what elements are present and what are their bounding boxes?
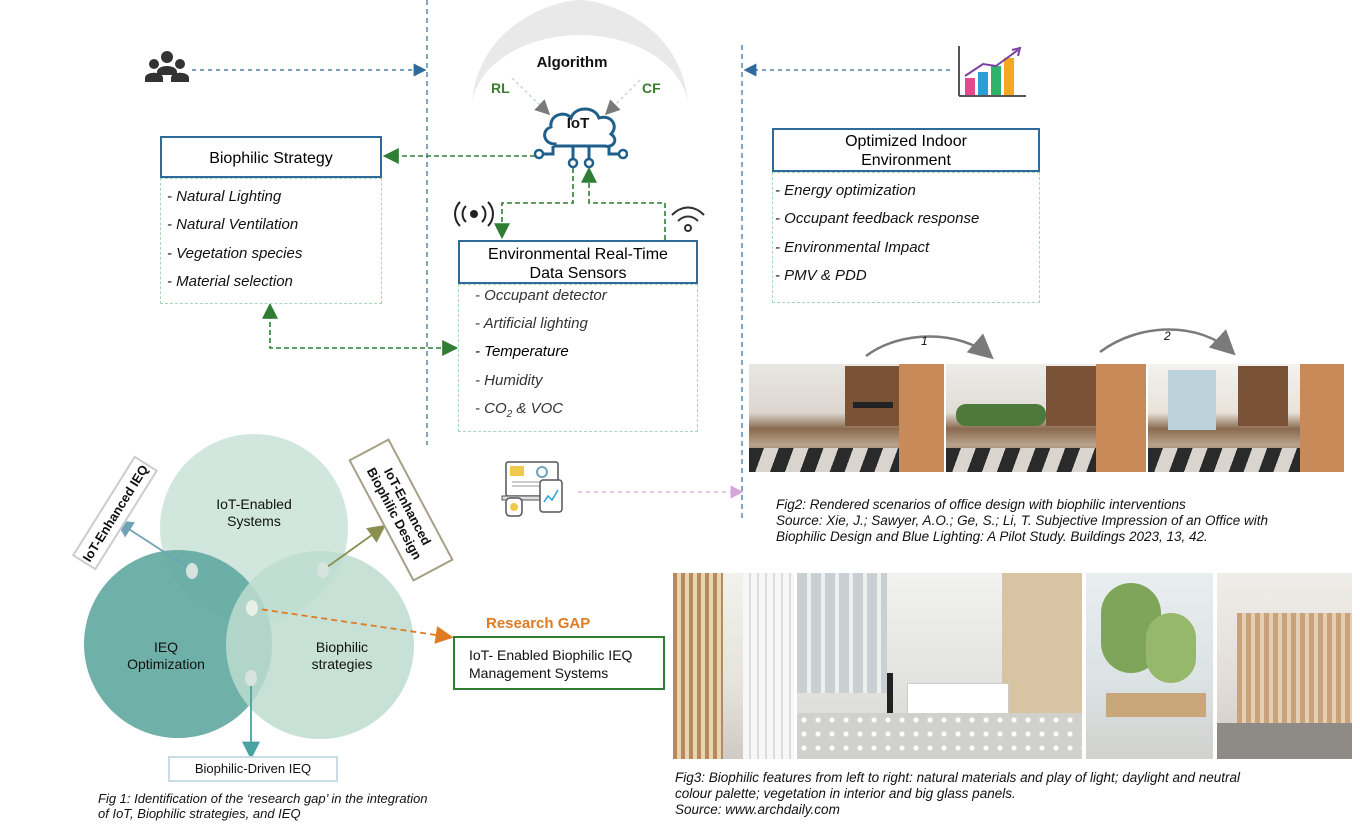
people-icon <box>145 51 189 82</box>
fig3-caption: Fig3: Biophilic features from left to ri… <box>675 770 1241 817</box>
bar-chart-icon <box>958 46 1026 97</box>
optimized-title: Optimized Indoor Environment <box>772 128 1040 172</box>
biophilic-strategy-list: - Natural Lighting - Natural Ventilation… <box>160 178 382 304</box>
cf-label: CF <box>642 80 661 96</box>
curve-arrow-1 <box>865 333 994 360</box>
arrow-biophilic-sensors <box>262 302 459 356</box>
devices-icon <box>501 461 563 517</box>
iot-node-label: IoT <box>566 115 590 132</box>
list-item: - Occupant detector <box>475 287 607 304</box>
list-item: - Artificial lighting <box>475 315 588 332</box>
sensors-list: - Occupant detector - Artificial lightin… <box>458 284 698 432</box>
wifi-icon <box>671 206 705 232</box>
fig2-photo-2 <box>946 364 1146 472</box>
sensors-title: Environmental Real-Time Data Sensors <box>458 240 698 284</box>
arrow-iot-sensors <box>494 168 574 240</box>
fig2-photo-1 <box>749 364 944 472</box>
list-item: - Temperature <box>475 343 569 360</box>
fig2-caption: Fig2: Rendered scenarios of office desig… <box>776 497 1268 544</box>
rl-label: RL <box>491 80 510 96</box>
curve-arrow-2 <box>1099 328 1236 356</box>
venn-circle-ieq <box>84 550 272 738</box>
algorithm-title: Algorithm <box>536 54 608 71</box>
algorithm-arc <box>472 0 688 102</box>
fig3-photo-4 <box>1217 573 1352 759</box>
list-item: - Humidity <box>475 372 543 389</box>
fig3-photo-2 <box>797 573 1082 759</box>
research-gap-label: Research GAP <box>486 615 591 632</box>
cloud-iot-icon <box>533 107 628 169</box>
list-item: - Vegetation species <box>167 245 303 262</box>
list-item: - Material selection <box>167 273 293 290</box>
list-item: - Energy optimization <box>775 182 916 199</box>
list-item: - Natural Lighting <box>167 188 282 205</box>
signal-icon <box>454 201 494 227</box>
list-item: - PMV & PDD <box>775 267 867 284</box>
arrow-sensors-iot <box>581 166 666 240</box>
fig3-photo-3 <box>1086 573 1213 759</box>
fig2-photo-3 <box>1148 364 1344 472</box>
curve-label-2: 2 <box>1164 329 1171 343</box>
venn-circle-biophilic <box>226 551 414 739</box>
tag-biophilic-driven-ieq: Biophilic-Driven IEQ <box>168 756 338 782</box>
fig3-photo-1 <box>673 573 794 759</box>
list-item: - Natural Ventilation <box>167 216 299 233</box>
list-item: - Environmental Impact <box>775 239 930 256</box>
curve-label-1: 1 <box>921 334 928 348</box>
list-item: - CO2 & VOC <box>475 400 564 420</box>
list-item: - Occupant feedback response <box>775 210 980 227</box>
optimized-list: - Energy optimization - Occupant feedbac… <box>772 172 1040 303</box>
fig1-caption: Fig 1: Identification of the ‘research g… <box>98 791 428 821</box>
biophilic-strategy-title: Biophilic Strategy <box>160 136 382 178</box>
